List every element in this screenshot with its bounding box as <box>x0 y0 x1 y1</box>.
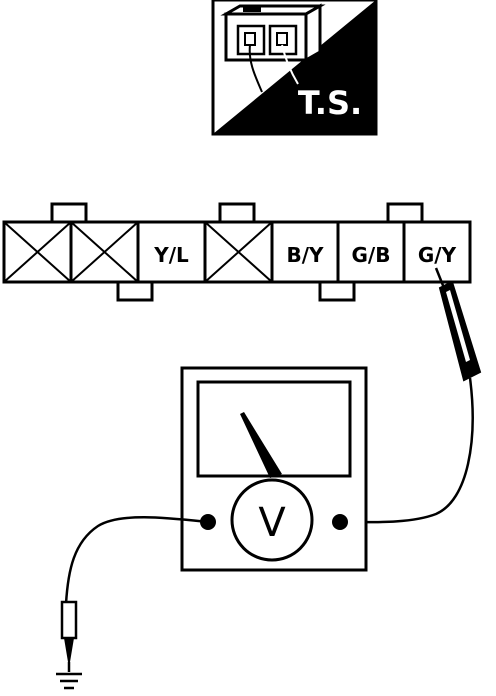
terminal-5-label: B/Y <box>286 243 324 267</box>
meter-terminal-positive[interactable] <box>332 514 348 530</box>
terminal-3-label: Y/L <box>153 243 189 267</box>
terminal-2 <box>69 220 140 284</box>
terminal-6-label: G/B <box>352 243 391 267</box>
terminal-3: Y/L <box>136 220 207 284</box>
negative-lead-wire <box>64 515 209 605</box>
connector-latch <box>218 202 256 224</box>
positive-probe[interactable] <box>434 267 482 382</box>
terminal-5: B/Y <box>270 220 340 284</box>
meter-dial <box>230 478 314 562</box>
connector-latch <box>318 280 356 302</box>
voltmeter: V <box>180 366 368 572</box>
test-switch-icon: T.S. <box>211 0 378 136</box>
test-switch-label: T.S. <box>298 84 362 122</box>
connector: Y/L B/Y G/B G/Y <box>2 202 472 302</box>
meter-symbol: V <box>258 500 286 546</box>
connector-latch <box>50 202 88 224</box>
terminal-6: G/B <box>336 220 406 284</box>
connector-latch <box>386 202 424 224</box>
meter-needle <box>240 412 282 478</box>
ground-symbol-icon <box>56 672 82 690</box>
ground-probe[interactable] <box>60 600 78 672</box>
terminal-7-label: G/Y <box>418 243 457 267</box>
meter-display <box>196 380 352 478</box>
terminal-4 <box>203 220 274 284</box>
positive-lead-wire <box>339 377 474 524</box>
connector-latch <box>116 280 154 302</box>
terminal-1 <box>2 220 73 284</box>
